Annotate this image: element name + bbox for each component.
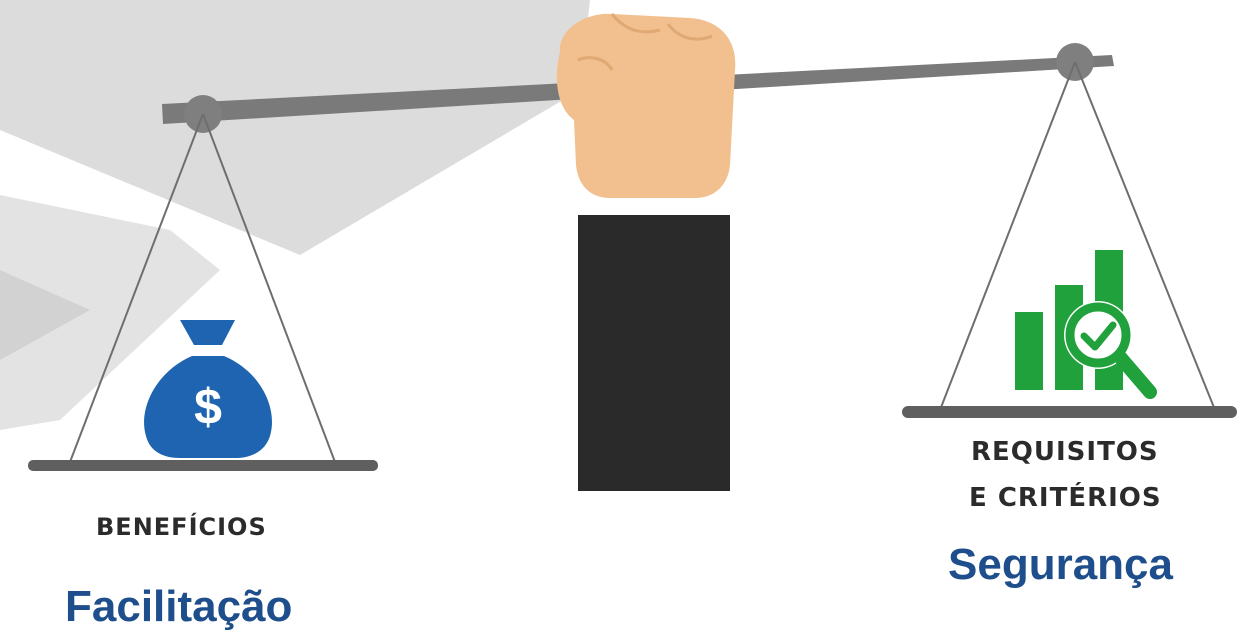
right-pan-caption-line1: REQUISITOS: [971, 437, 1159, 467]
bar-chart-magnifier-check-icon: [1015, 250, 1150, 392]
right-pan-caption-line2: E CRITÉRIOS: [969, 483, 1162, 513]
hand-fist: [557, 14, 736, 198]
left-pan-caption: BENEFÍCIOS: [96, 513, 267, 541]
right-pan-heading: Segurança: [948, 540, 1173, 590]
background-shapes: [0, 0, 590, 430]
money-bag-symbol: $: [194, 379, 222, 435]
suit-sleeve: [578, 198, 730, 491]
left-pan-heading: Facilitação: [65, 582, 292, 632]
